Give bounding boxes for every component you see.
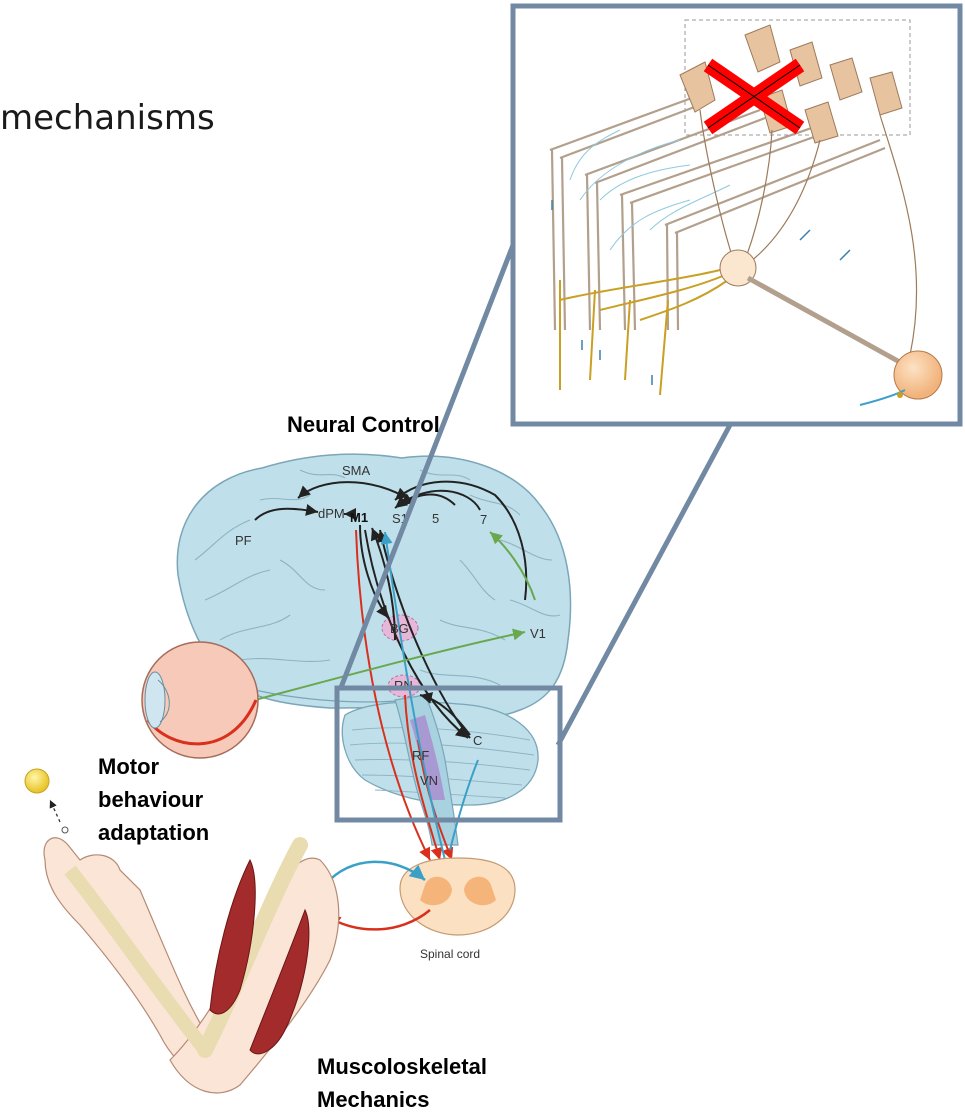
label-vn: VN	[420, 773, 438, 788]
label-dpm: dPM	[318, 506, 345, 521]
label-v1: V1	[530, 626, 546, 641]
musculoskeletal-mechanics-label: Muscoloskeletal Mechanics	[317, 1050, 487, 1116]
label-pf: PF	[235, 533, 252, 548]
label-7: 7	[480, 512, 487, 527]
label-spinal-cord: Spinal cord	[420, 947, 480, 961]
target-ball	[25, 769, 49, 793]
brain	[177, 454, 570, 845]
neural-control-label: Neural Control	[287, 408, 440, 441]
eye	[142, 642, 258, 758]
label-bg: BG	[390, 621, 409, 636]
label-5: 5	[432, 511, 439, 526]
motor-label-line2: behaviour	[98, 783, 209, 816]
musc-label-line1: Muscoloskeletal	[317, 1050, 487, 1083]
motor-label-line3: adaptation	[98, 816, 209, 849]
musc-label-line2: Mechanics	[317, 1083, 487, 1116]
label-sma: SMA	[342, 463, 371, 478]
label-c: C	[473, 733, 482, 748]
slide-title-fragment: mechanisms	[0, 98, 215, 138]
label-m1: M1	[350, 510, 368, 525]
label-rf: RF	[412, 748, 429, 763]
motor-label-line1: Motor	[98, 750, 209, 783]
motor-behaviour-adaptation-label: Motor behaviour adaptation	[98, 750, 209, 849]
zoom-inset-frame	[513, 6, 960, 424]
arm	[44, 827, 339, 1093]
